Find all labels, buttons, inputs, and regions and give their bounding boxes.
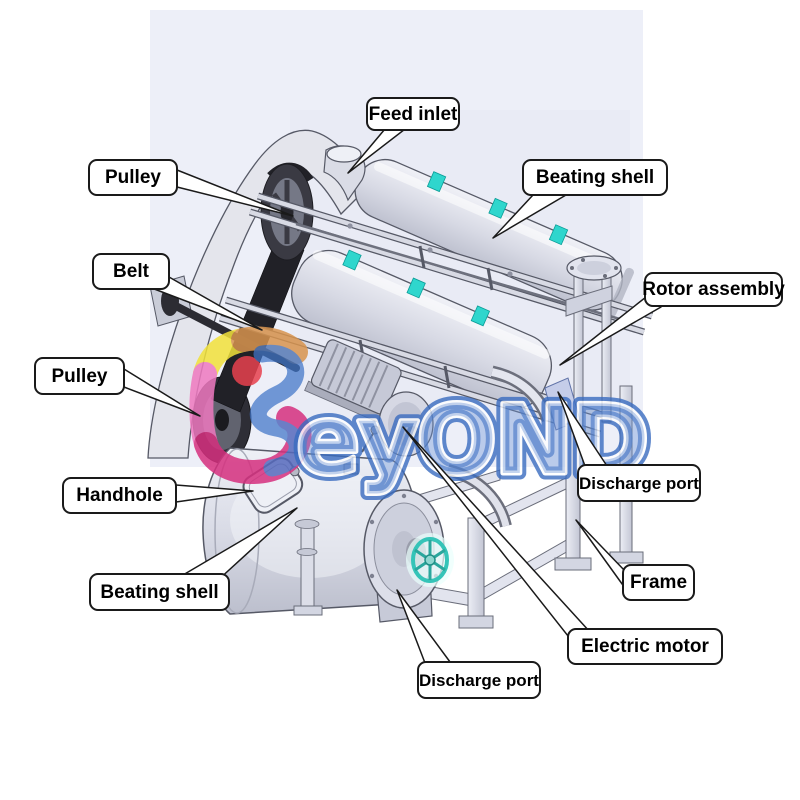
label-discharge-port-right: Discharge port bbox=[577, 464, 701, 502]
electric-motor-part bbox=[304, 339, 434, 457]
label-feed-inlet: Feed inlet bbox=[366, 97, 460, 131]
label-frame: Frame bbox=[622, 564, 695, 601]
beating-shell-1 bbox=[354, 158, 634, 317]
label-electric-motor: Electric motor bbox=[567, 628, 723, 665]
teal-handwheel bbox=[406, 533, 454, 587]
label-handhole: Handhole bbox=[62, 477, 177, 514]
beating-shell-lower bbox=[202, 425, 512, 623]
label-pulley-left: Pulley bbox=[34, 357, 125, 395]
label-beating-shell-bottom: Beating shell bbox=[89, 573, 230, 611]
beating-shell-2 bbox=[291, 249, 552, 410]
label-belt: Belt bbox=[92, 253, 170, 290]
label-pulley-top: Pulley bbox=[88, 159, 178, 196]
callout-leaders bbox=[123, 125, 662, 667]
label-beating-shell-top: Beating shell bbox=[522, 159, 668, 196]
label-rotor-assembly: Rotor assembly bbox=[642, 272, 785, 307]
watermark-logo bbox=[189, 326, 312, 485]
feed-inlet-part bbox=[323, 145, 366, 202]
label-discharge-port-bottom: Discharge port bbox=[417, 661, 541, 699]
